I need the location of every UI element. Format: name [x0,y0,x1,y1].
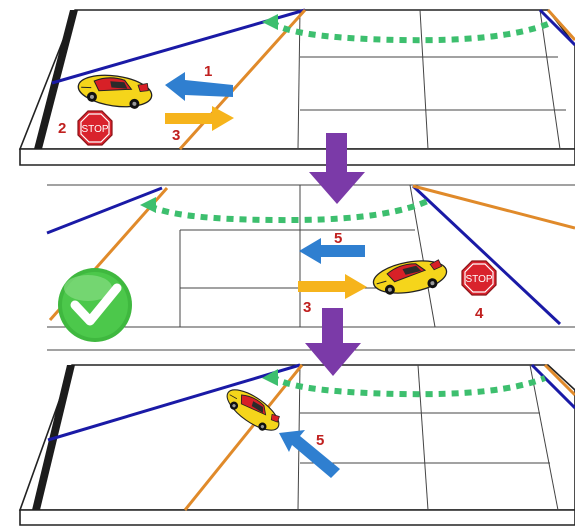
blue-lane-line [530,363,575,410]
green-dotted-path [270,19,550,44]
orange-arrow [165,106,234,131]
green-arrowhead [262,14,278,30]
blue-lane-line [47,363,301,442]
green-dotted-path [270,373,547,398]
blue-arrow [165,72,233,101]
green-arrowhead [140,197,156,213]
check-icon [58,268,132,342]
orange-lane-line [546,8,575,42]
panel-1: 1 3 2 STOP [18,8,575,166]
lot-edge [19,148,575,166]
orange-lane-line [543,363,575,397]
orange-lane-line [183,364,304,511]
blue-lane-line [411,184,562,326]
blue-lane-line [538,8,575,47]
blue-lane-line [46,186,163,235]
orange-arrow [298,274,367,299]
label-1: 1 [204,63,212,80]
green-dotted-path [148,197,432,224]
parking-grid [297,364,559,511]
label-5: 5 [334,230,342,247]
panel-2: 5 3 4 STOP [46,184,575,351]
stop-sign-text: STOP [81,124,108,135]
stop-sign-icon: STOP [461,260,497,296]
black-curb [34,10,78,149]
stop-sign-icon: STOP [77,110,113,146]
panel-3: 5 [18,363,575,526]
parking-grid [297,9,566,150]
label-4: 4 [475,305,484,322]
blue-arrow [279,430,340,478]
green-arrowhead [262,369,278,386]
purple-down-arrow [309,133,365,204]
lot-edge [19,509,575,526]
purple-down-arrow [305,308,361,376]
orange-lane-line [178,8,307,151]
stop-sign-text: STOP [465,274,492,285]
label-3: 3 [303,299,311,316]
blue-arrow [299,238,365,264]
label-5: 5 [316,432,324,449]
label-2: 2 [58,120,66,137]
orange-lane-line [412,184,575,230]
label-3: 3 [172,127,180,144]
